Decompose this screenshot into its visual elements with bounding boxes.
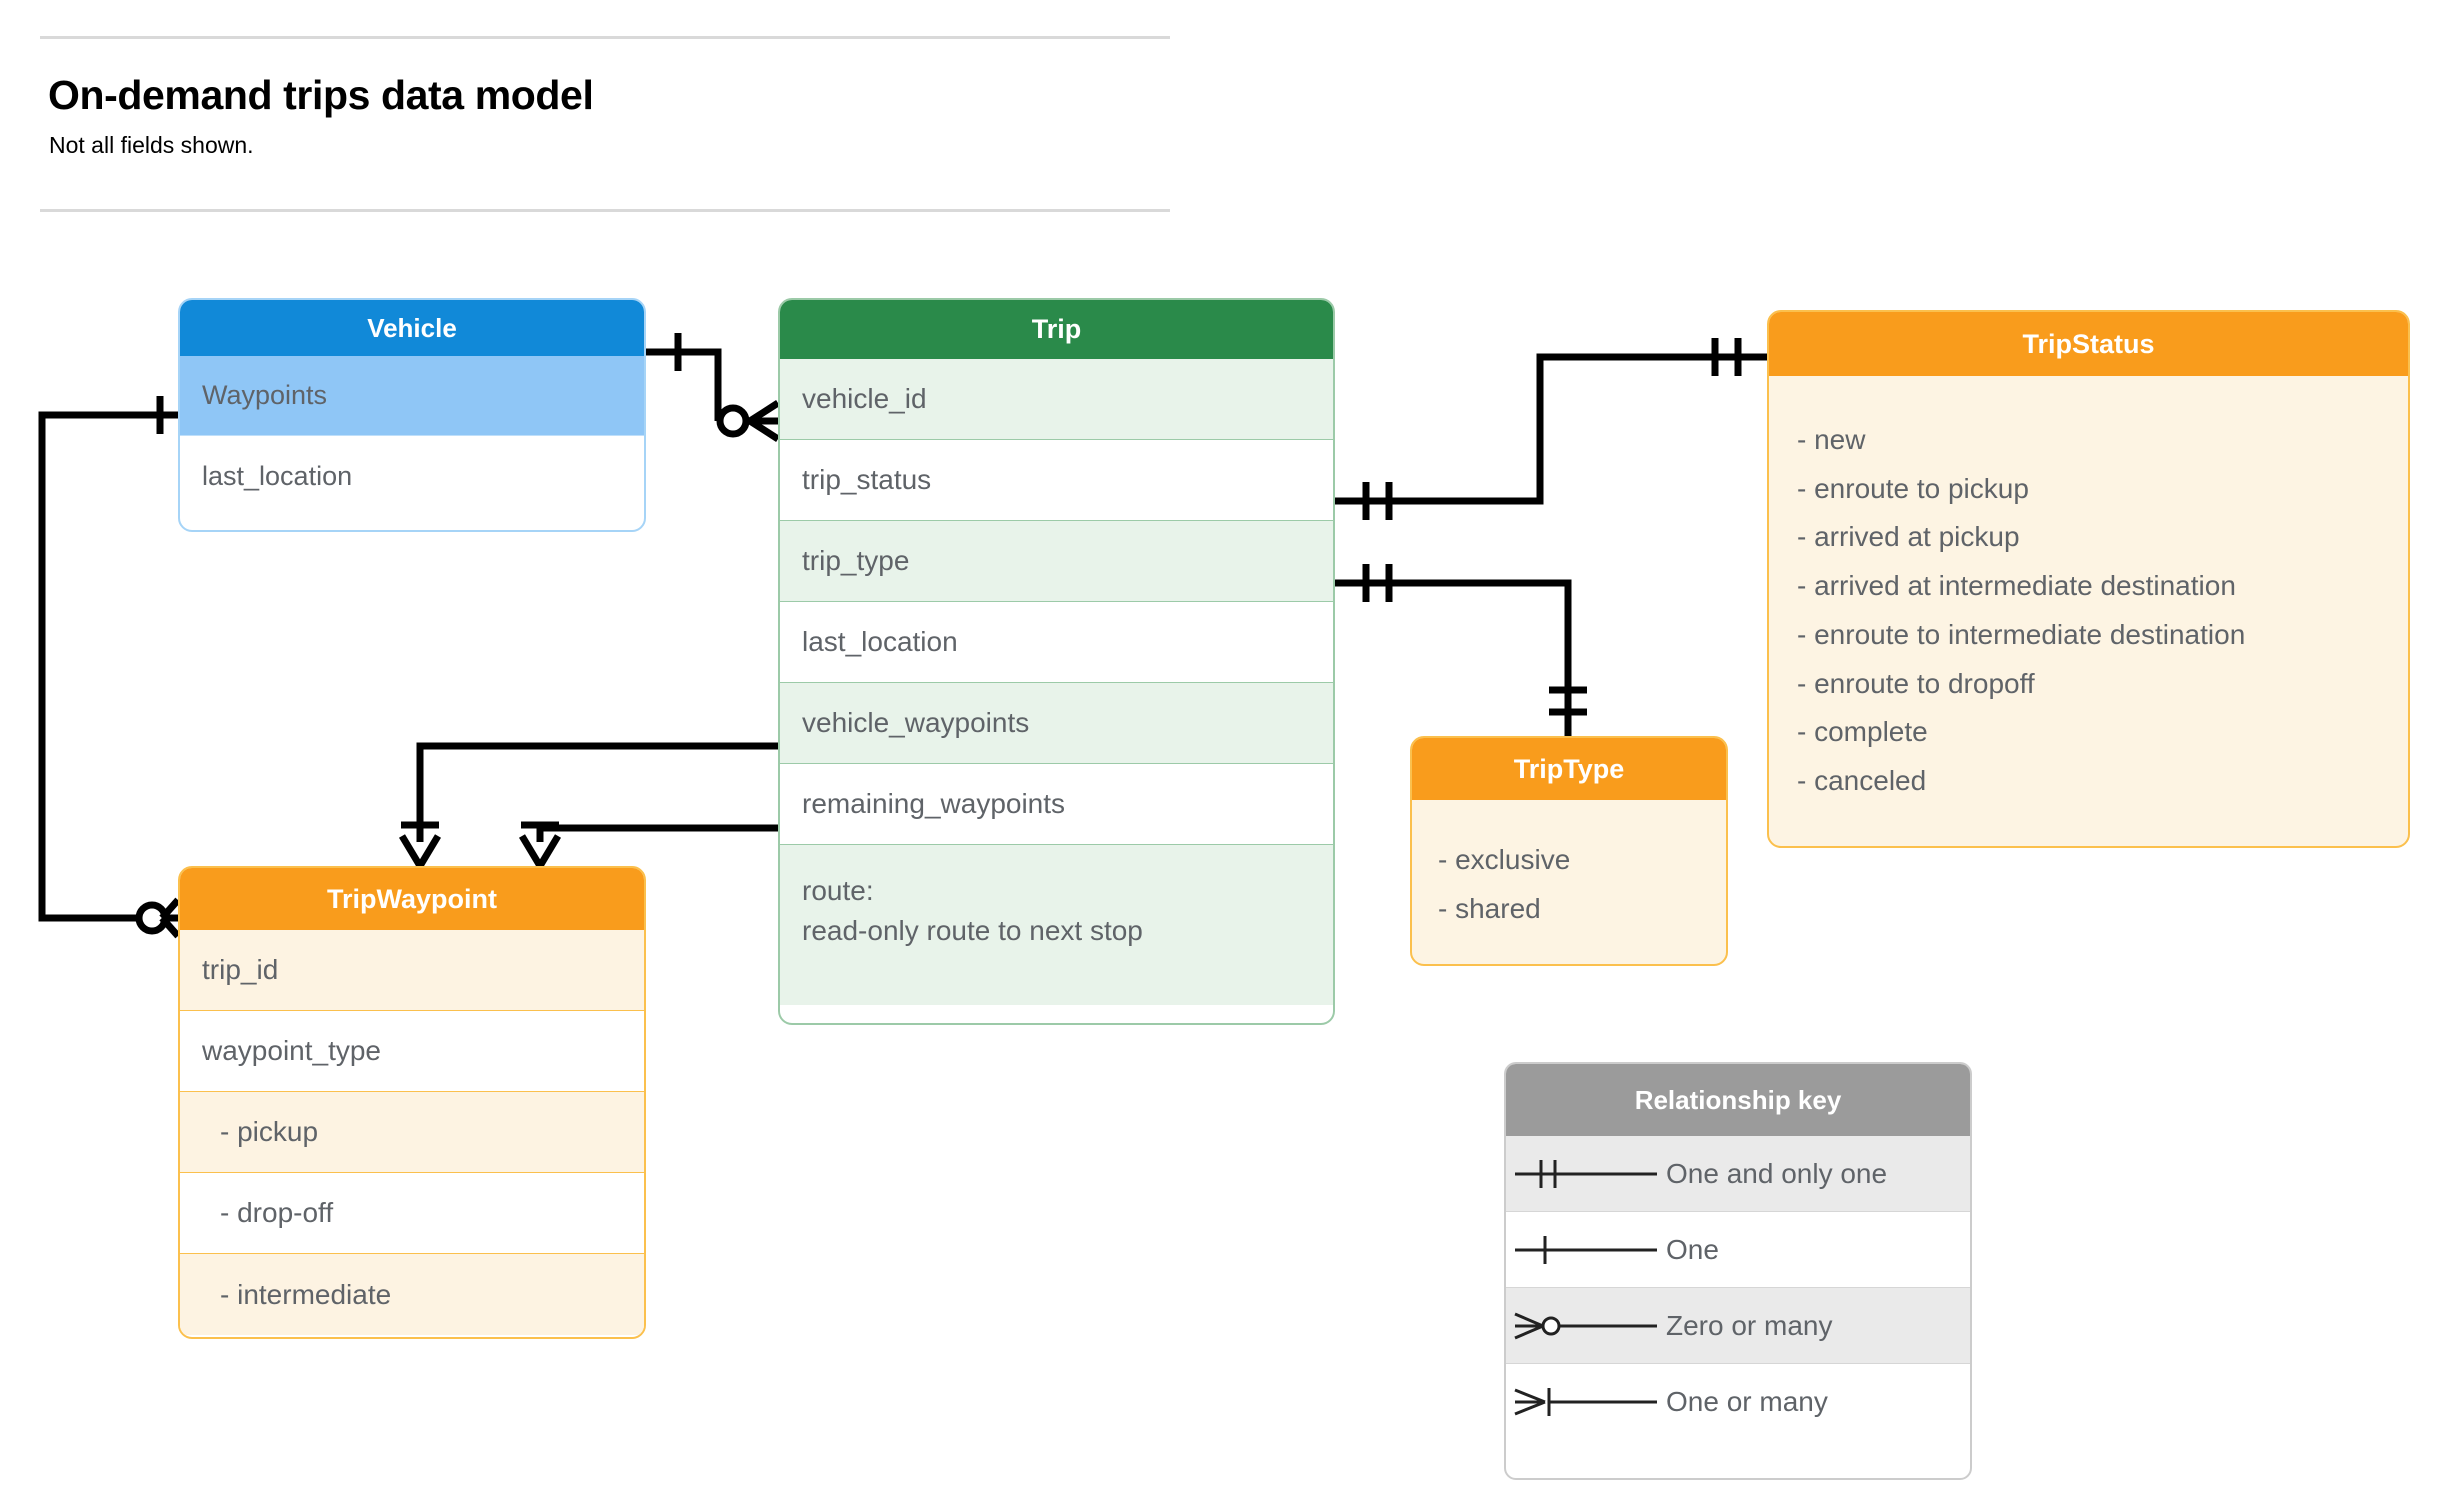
field-row[interactable]: trip_id	[180, 930, 644, 1011]
field-row[interactable]: trip_status	[780, 440, 1333, 521]
zero-or-many-icon	[1506, 1306, 1666, 1346]
route-description: read-only route to next stop	[802, 914, 1143, 946]
field-row-route[interactable]: route: read-only route to next stop	[780, 845, 1333, 1005]
enum-value: - new	[1797, 424, 1866, 455]
enum-value: - shared	[1438, 892, 1541, 924]
field-row[interactable]: vehicle_id	[780, 359, 1333, 440]
entity-tripstatus[interactable]: TripStatus - new - enroute to pickup - a…	[1767, 310, 2410, 848]
field-row[interactable]: vehicle_waypoints	[780, 683, 1333, 764]
entity-trip-title: Trip	[780, 300, 1333, 359]
legend-label: One	[1666, 1233, 1719, 1265]
entity-tripstatus-values: - new - enroute to pickup - arrived at p…	[1769, 376, 2408, 806]
page-title: On-demand trips data model	[48, 72, 594, 118]
enum-value: - enroute to pickup	[1797, 472, 2029, 504]
entity-trip-fields: vehicle_id trip_status trip_type last_lo…	[780, 359, 1333, 1005]
field-row[interactable]: Waypoints	[180, 356, 644, 436]
legend-row: One or many	[1506, 1364, 1970, 1440]
header-divider-bottom	[40, 209, 1170, 212]
legend-label: Zero or many	[1666, 1309, 1833, 1341]
enum-value: - arrived at pickup	[1797, 521, 2020, 553]
entity-vehicle[interactable]: Vehicle Waypoints last_location	[178, 298, 646, 532]
entity-tripstatus-title: TripStatus	[1769, 312, 2408, 376]
entity-triptype[interactable]: TripType - exclusive - shared	[1410, 736, 1728, 966]
field-row[interactable]: remaining_waypoints	[780, 764, 1333, 845]
entity-tripwaypoint[interactable]: TripWaypoint trip_id waypoint_type - pic…	[178, 866, 646, 1339]
enum-value: - enroute to dropoff	[1797, 667, 2035, 699]
field-row[interactable]: trip_type	[780, 521, 1333, 602]
entity-trip[interactable]: Trip vehicle_id trip_status trip_type la…	[778, 298, 1335, 1025]
entity-triptype-title: TripType	[1412, 738, 1726, 800]
entity-vehicle-fields: Waypoints last_location	[180, 356, 644, 516]
enum-value: - canceled	[1797, 765, 1927, 797]
field-row[interactable]: waypoint_type	[180, 1011, 644, 1092]
legend-label: One and only one	[1666, 1157, 1888, 1189]
entity-triptype-values: - exclusive - shared	[1412, 800, 1726, 933]
entity-vehicle-title: Vehicle	[180, 300, 644, 356]
enum-value: - exclusive	[1438, 844, 1571, 875]
legend-title: Relationship key	[1506, 1064, 1970, 1136]
one-or-many-icon	[1506, 1382, 1666, 1422]
field-row[interactable]: - pickup	[180, 1092, 644, 1173]
header-divider-top	[40, 36, 1170, 39]
field-row[interactable]: last_location	[180, 436, 644, 516]
field-row[interactable]: last_location	[780, 602, 1333, 683]
entity-tripwaypoint-title: TripWaypoint	[180, 868, 644, 930]
enum-value: - enroute to intermediate destination	[1797, 618, 2246, 650]
legend-row: Zero or many	[1506, 1288, 1970, 1364]
field-row[interactable]: - drop-off	[180, 1173, 644, 1254]
relationship-key-legend: Relationship key One and only one One	[1504, 1062, 1972, 1480]
entity-tripwaypoint-fields: trip_id waypoint_type - pickup - drop-of…	[180, 930, 644, 1335]
route-label: route:	[802, 875, 874, 906]
page-subtitle: Not all fields shown.	[49, 132, 254, 158]
enum-value: - complete	[1797, 716, 1928, 748]
legend-label: One or many	[1666, 1386, 1828, 1417]
enum-value: - arrived at intermediate destination	[1797, 570, 2236, 602]
legend-row: One and only one	[1506, 1136, 1970, 1212]
one-icon	[1506, 1230, 1666, 1270]
legend-row: One	[1506, 1212, 1970, 1288]
field-row[interactable]: - intermediate	[180, 1254, 644, 1335]
one-and-only-one-icon	[1506, 1154, 1666, 1194]
